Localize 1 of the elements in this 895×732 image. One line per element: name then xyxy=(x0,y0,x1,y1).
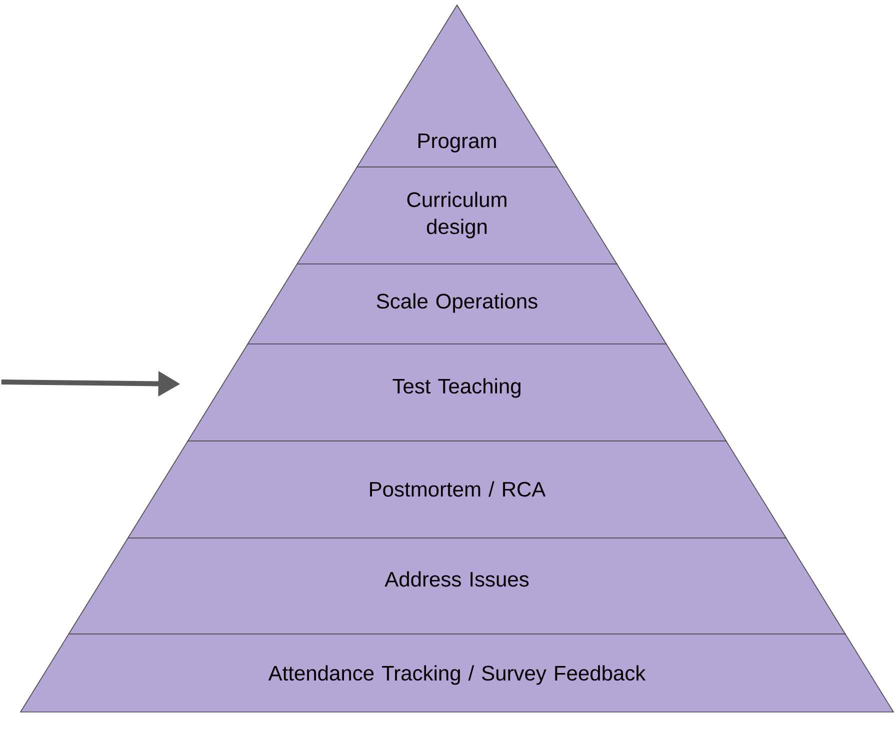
pyramid-band: Test Teaching xyxy=(187,344,727,442)
